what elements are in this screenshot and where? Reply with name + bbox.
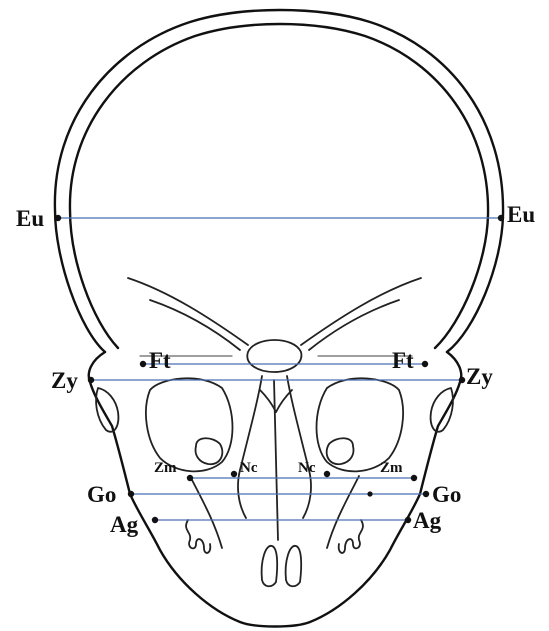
left-orbit <box>146 378 233 471</box>
label-zm-right: Zm <box>380 460 403 476</box>
nc-right-point <box>324 471 330 477</box>
cranium-outer <box>55 10 503 352</box>
right-teeth <box>339 520 363 553</box>
zy-left-point <box>88 377 94 383</box>
label-zy-left: Zy <box>51 368 78 393</box>
label-zy-right: Zy <box>466 364 493 389</box>
label-zm-left: Zm <box>154 460 177 476</box>
zm-extra-right-point <box>367 491 372 496</box>
left-orbit-inner <box>196 438 223 464</box>
ft-left-point <box>140 361 146 367</box>
nasal-bridge-right <box>287 376 309 470</box>
label-go-right: Go <box>432 482 461 507</box>
label-ag-left: Ag <box>110 512 139 537</box>
nc-left-point <box>231 471 237 477</box>
ag-right-point <box>405 517 411 523</box>
label-ft-left: Ft <box>149 348 171 373</box>
landmark-labels: Eu Eu Ft Ft Zy Zy Zm Zm Nc Nc Go Go Ag A… <box>16 202 535 537</box>
right-brow-ridge <box>301 278 421 345</box>
right-incisor <box>286 546 302 586</box>
ft-right-point <box>422 361 428 367</box>
glabella <box>247 340 301 372</box>
label-go-left: Go <box>87 482 116 507</box>
nasal-bridge-left <box>240 376 262 470</box>
label-nc-left: Nc <box>240 460 258 476</box>
zy-right-point <box>459 377 465 383</box>
right-orbit <box>317 378 404 471</box>
label-eu-left: Eu <box>16 206 44 231</box>
right-orbit-inner <box>327 438 354 464</box>
left-brow-ridge-2 <box>150 300 240 350</box>
go-right-point <box>423 491 429 497</box>
zm-right-point <box>411 475 417 481</box>
label-eu-right: Eu <box>507 202 535 227</box>
ag-left-point <box>152 517 158 523</box>
left-teeth <box>186 520 210 553</box>
label-ag-right: Ag <box>413 508 442 533</box>
landmark-points <box>55 215 504 523</box>
left-ear <box>96 388 118 432</box>
eu-right-point <box>498 215 504 221</box>
nasal-center <box>274 380 278 540</box>
eu-left-point <box>55 215 61 221</box>
zm-left-point <box>187 475 193 481</box>
left-incisor <box>262 546 278 586</box>
cranium-inner <box>70 24 488 348</box>
left-brow-ridge <box>128 278 248 345</box>
label-ft-right: Ft <box>392 348 414 373</box>
right-maxilla <box>327 476 359 548</box>
label-nc-right: Nc <box>298 460 316 476</box>
right-ear <box>431 388 453 432</box>
left-maxilla <box>190 476 222 548</box>
nasal-crest-right <box>276 390 292 412</box>
right-brow-ridge-2 <box>309 300 399 350</box>
go-left-point <box>128 491 134 497</box>
facial-structures <box>128 278 421 586</box>
